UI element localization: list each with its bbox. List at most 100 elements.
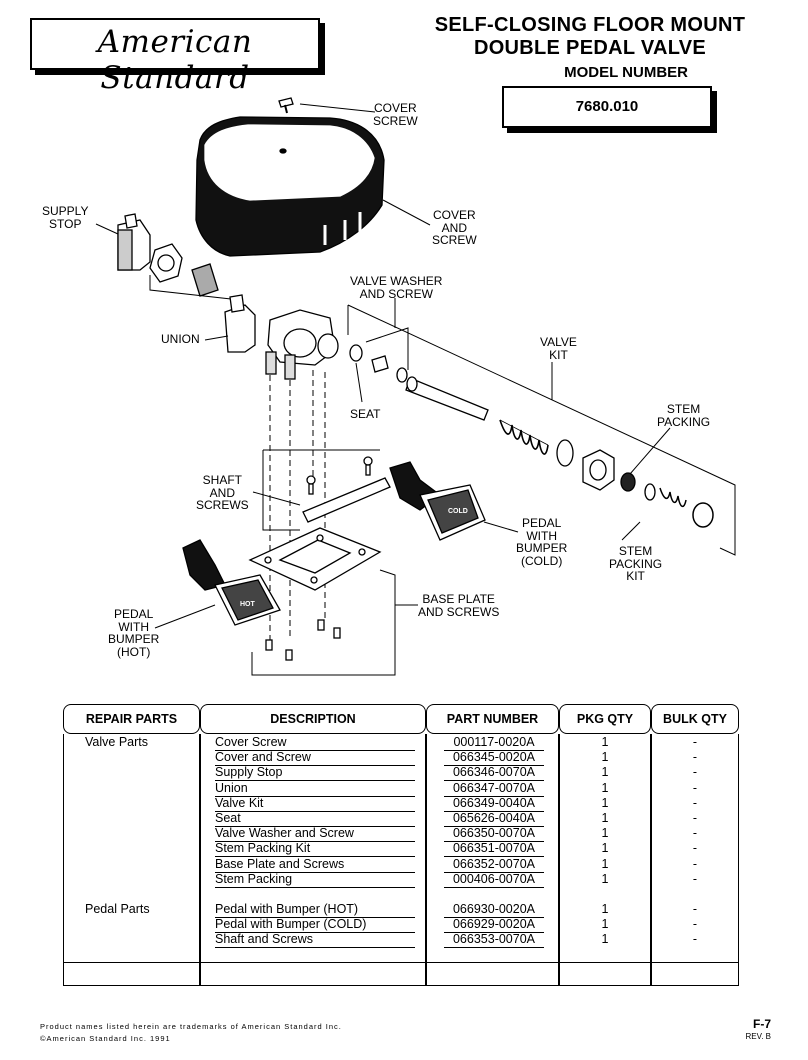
cell-bulk-qty: - [692,826,698,841]
trademark-notice: Product names listed herein are trademar… [40,1022,342,1031]
cell-part-number: 066353-0070A [444,932,544,949]
cell-description: Valve Washer and Screw [215,826,415,843]
cover-screw-part [278,97,294,114]
cold-pedal-label: COLD [448,508,468,515]
header-pkg-qty: PKG QTY [559,704,651,734]
cell-description: Seat [215,811,415,827]
header-part-number: PART NUMBER [426,704,559,734]
revision: REV. B [745,1032,772,1041]
cell-description: Union [215,781,415,797]
header-description: DESCRIPTION [200,704,426,734]
title-line-2: DOUBLE PEDAL VALVE [473,37,707,59]
cell-part-number: 066352-0070A [444,857,544,873]
cell-pkg-qty: 1 [601,765,609,780]
cell-description: Base Plate and Screws [215,857,415,873]
seat-part [349,344,363,362]
cover-part [195,116,385,257]
supply-stop-part [117,213,151,271]
cell-bulk-qty: - [692,917,698,932]
hot-pedal-part [182,539,281,626]
cell-part-number: 066351-0070A [444,841,544,858]
column-part-number [426,734,559,986]
shaft-part [302,456,391,523]
cell-part-number: 066930-0020A [444,902,544,918]
brand-logo: American Standard [30,18,320,96]
cell-pkg-qty: 1 [601,826,609,841]
brand-logo-text: American Standard [97,24,253,96]
column-repair-parts [63,734,200,986]
repair-parts-table: REPAIR PARTS DESCRIPTION PART NUMBER PKG… [63,704,739,986]
base-plate-part [248,527,382,591]
cell-description: Pedal with Bumper (COLD) [215,917,415,934]
cell-pkg-qty: 1 [601,735,609,749]
cell-pkg-qty: 1 [601,902,609,916]
cell-bulk-qty: - [692,811,698,825]
footer-legal: Product names listed herein are trademar… [40,1021,342,1045]
model-number-label: MODEL NUMBER [564,64,688,81]
cell-pkg-qty: 1 [601,917,609,932]
callout-seat: SEAT [350,407,381,421]
cell-pkg-qty: 1 [601,795,609,810]
cell-part-number: 066347-0070A [444,781,544,797]
column-description [200,734,426,986]
header-bulk-qty: BULK QTY [651,704,739,734]
cell-pkg-qty: 1 [601,932,609,947]
cell-part-number: 066345-0020A [444,750,544,767]
cell-bulk-qty: - [692,902,698,916]
cell-description: Stem Packing Kit [215,841,415,858]
group-label-valve-parts: Valve Parts [85,735,148,749]
cell-pkg-qty: 1 [601,871,609,886]
stem-packing-part [582,449,656,501]
cell-description: Cover Screw [215,735,415,751]
cell-description: Valve Kit [215,796,415,812]
cell-description: Pedal with Bumper (HOT) [215,902,415,918]
cell-bulk-qty: - [692,841,698,856]
cell-part-number: 066349-0040A [444,796,544,812]
spring-part [499,419,549,455]
cell-bulk-qty: - [692,856,698,871]
model-number-box: 7680.010 [502,86,712,128]
cell-bulk-qty: - [692,871,698,886]
page-code: F-7 [753,1017,771,1031]
cell-pkg-qty: 1 [601,856,609,871]
cell-description: Supply Stop [215,765,415,782]
cell-description: Cover and Screw [215,750,415,767]
cell-part-number: 000406-0070A [444,872,544,888]
stem-packing-kit-part [659,487,714,528]
cold-pedal-part [389,461,486,541]
document-title: SELF-CLOSING FLOOR MOUNT DOUBLE PEDAL VA… [410,14,770,60]
cell-bulk-qty: - [692,735,698,749]
column-pkg-qty [559,734,651,986]
model-number-value: 7680.010 [575,98,639,115]
cell-bulk-qty: - [692,765,698,780]
copyright-notice: ©American Standard Inc. 1991 [40,1034,171,1043]
exploded-view-illustration: COLD HOT [95,97,736,676]
group-label-pedal-parts: Pedal Parts [85,902,150,916]
title-line-1: SELF-CLOSING FLOOR MOUNT [434,14,746,36]
cell-bulk-qty: - [692,780,698,795]
gasket-part [556,439,574,467]
cell-part-number: 066929-0020A [444,917,544,934]
column-bulk-qty [651,734,739,986]
header-repair-parts: REPAIR PARTS [63,704,200,734]
cell-part-number: 065626-0040A [444,811,544,827]
valve-body-part [224,294,339,380]
cell-pkg-qty: 1 [601,780,609,795]
cell-bulk-qty: - [692,795,698,810]
cell-bulk-qty: - [692,932,698,947]
union-part [149,243,219,297]
cell-part-number: 066350-0070A [444,826,544,843]
valve-washer-part [371,355,408,383]
cell-description: Stem Packing [215,872,415,888]
valve-stem-part [405,376,489,421]
